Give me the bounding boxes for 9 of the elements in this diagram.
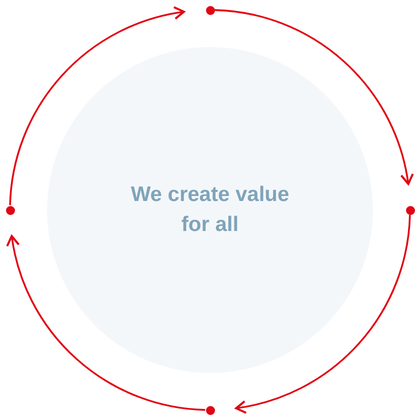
arrow <box>6 235 206 411</box>
dot <box>6 206 14 214</box>
center-text: We create value for all <box>124 180 296 240</box>
dot <box>406 206 414 214</box>
arrow <box>9 6 185 206</box>
dot <box>206 406 214 414</box>
arrow <box>214 9 414 185</box>
dot <box>206 6 214 14</box>
arrow <box>235 214 411 414</box>
